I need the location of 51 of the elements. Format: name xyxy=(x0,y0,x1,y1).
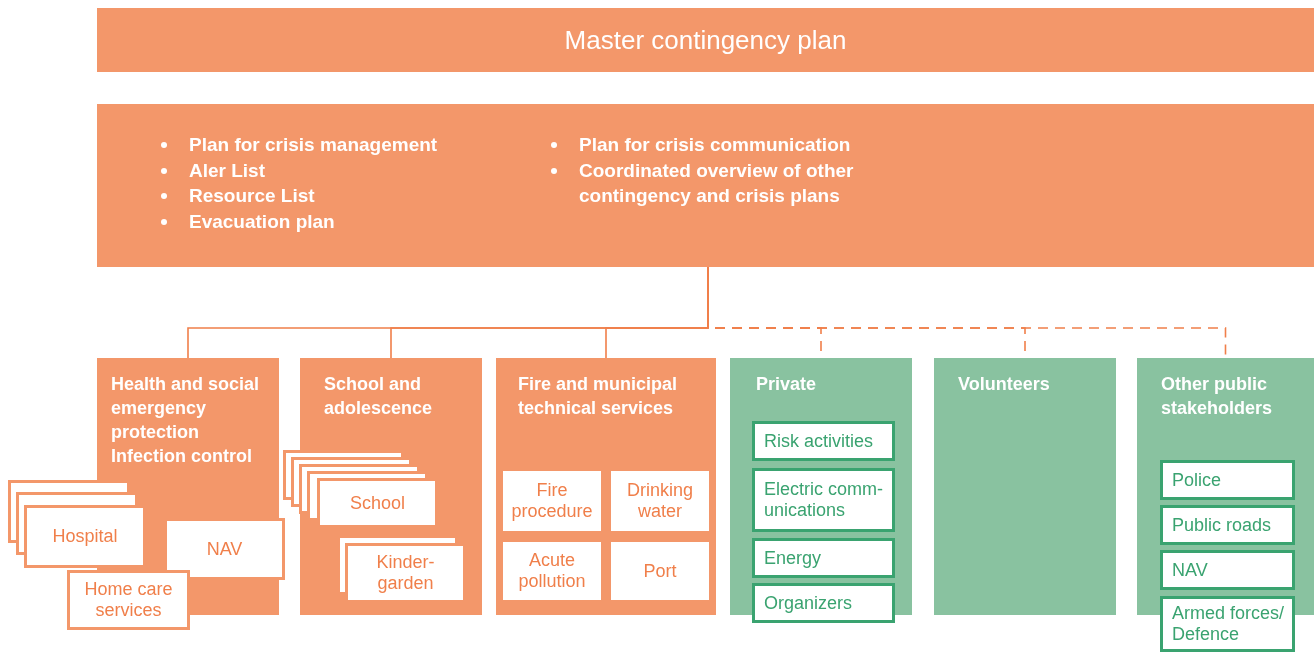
unit-card xyxy=(317,478,438,528)
unit-card xyxy=(500,539,604,603)
card-label: Risk activities xyxy=(764,430,874,452)
unit-card xyxy=(1160,550,1295,590)
bullet-item: Aler List xyxy=(189,159,266,181)
card-label: Armed forces/ Defence xyxy=(1172,603,1286,645)
card-label: Kinder-garden xyxy=(375,552,436,594)
title-text: Master contingency plan xyxy=(564,24,847,56)
card-label: Energy xyxy=(764,547,822,569)
card-label: Drinking water xyxy=(626,480,694,522)
stakeholder-column xyxy=(934,358,1116,615)
unit-card xyxy=(752,583,895,623)
title-banner xyxy=(97,8,1314,72)
card-label: Electric comm-unications xyxy=(764,479,884,521)
card-label: Hospital xyxy=(52,526,118,547)
bullet-item: Resource List xyxy=(189,185,315,206)
card-label: NAV xyxy=(206,538,243,560)
unit-card xyxy=(1160,505,1295,545)
unit-card xyxy=(752,538,895,578)
unit-card xyxy=(1160,460,1295,500)
unit-card xyxy=(752,468,895,532)
bullet-item: Coordinated overview of other contingency and crisis plans xyxy=(579,159,854,206)
card-label: Police xyxy=(1172,469,1222,491)
unit-card xyxy=(608,539,712,603)
sector-column xyxy=(496,358,716,615)
bullet-item: Plan for crisis management xyxy=(189,134,438,155)
plan-panel xyxy=(97,104,1314,267)
column-heading: Private xyxy=(756,373,818,396)
unit-card xyxy=(67,570,190,630)
card-label: School xyxy=(349,492,405,514)
card-label: Fire procedure xyxy=(510,480,594,522)
bullet-item: Plan for crisis communication xyxy=(579,134,851,155)
card-label: Port xyxy=(643,560,677,582)
card-label: Acute pollution xyxy=(517,550,587,592)
column-heading: Health and social emergency protection Infection control xyxy=(111,373,261,468)
unit-card xyxy=(345,543,466,603)
unit-card xyxy=(608,468,712,534)
card-label: Public roads xyxy=(1172,514,1272,536)
column-heading: Other public stakeholders xyxy=(1161,373,1274,420)
bullet-item: Evacuation plan xyxy=(189,210,335,232)
unit-card xyxy=(1160,596,1295,652)
card-label: NAV xyxy=(1172,559,1208,581)
unit-card xyxy=(500,468,604,534)
unit-card xyxy=(24,505,146,568)
column-heading: School and adolescence xyxy=(324,373,434,420)
column-heading: Volunteers xyxy=(958,373,1051,396)
unit-card xyxy=(164,518,285,580)
card-label: Organizers xyxy=(764,592,853,614)
column-heading: Fire and municipal technical services xyxy=(518,373,679,420)
unit-card xyxy=(752,421,895,461)
card-label: Home care services xyxy=(83,579,174,621)
